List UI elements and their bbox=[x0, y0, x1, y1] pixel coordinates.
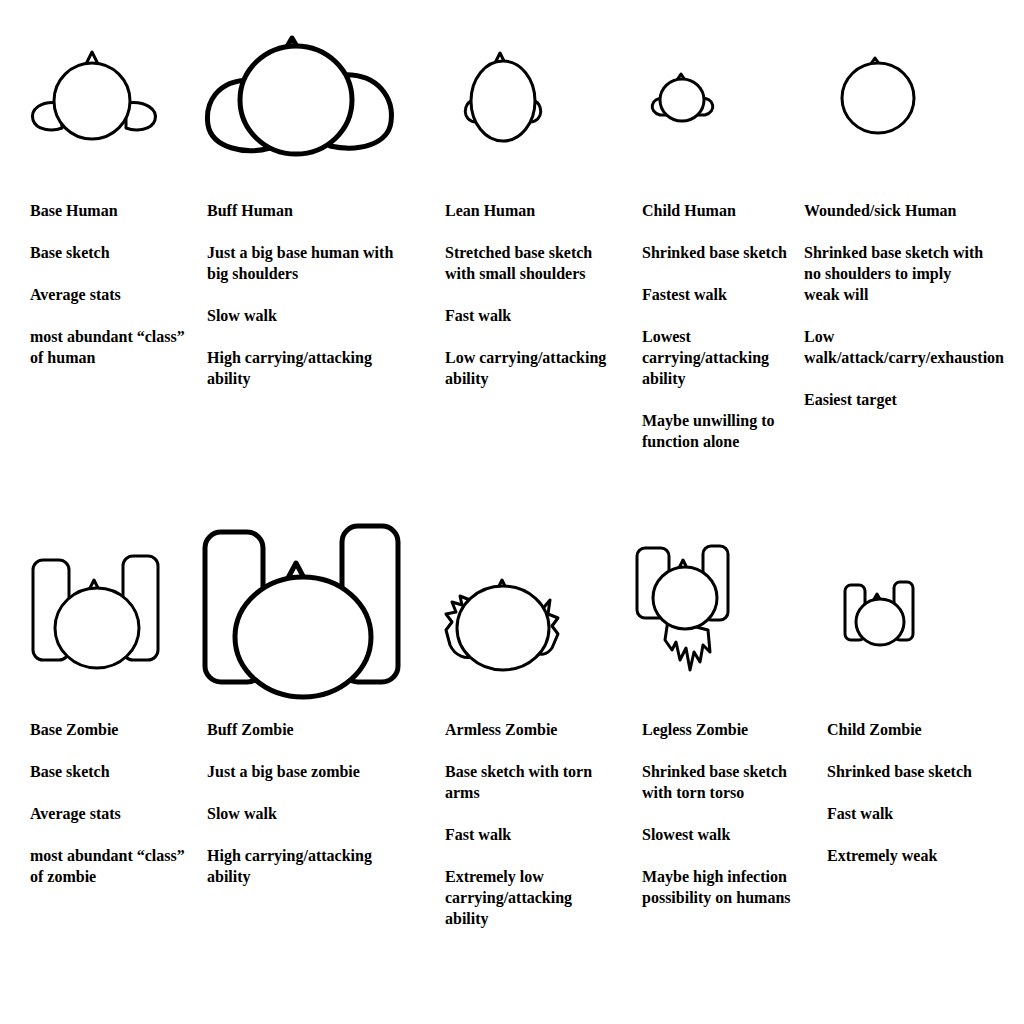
class-note: Average stats bbox=[30, 803, 195, 824]
class-note: Fast walk bbox=[445, 824, 610, 845]
class-note: Fast walk bbox=[445, 305, 615, 326]
description-column: Wounded/sick HumanShrinked base sketch w… bbox=[804, 200, 986, 431]
head bbox=[235, 577, 371, 697]
class-note: Extremely weak bbox=[827, 845, 1007, 866]
description-column: Buff HumanJust a big base human with big… bbox=[207, 200, 402, 410]
class-note: Shrinked base sketch bbox=[642, 242, 787, 263]
head bbox=[660, 79, 704, 121]
class-note: Slowest walk bbox=[642, 824, 792, 845]
class-heading: Base Zombie bbox=[30, 719, 195, 740]
class-heading: Armless Zombie bbox=[445, 719, 610, 740]
class-note: Just a big base zombie bbox=[207, 761, 402, 782]
class-note: Extremely low carrying/attacking ability bbox=[445, 866, 610, 929]
description-column: Base HumanBase sketchAverage stats most a… bbox=[30, 200, 195, 389]
class-note: Base sketch with torn arms bbox=[445, 761, 610, 803]
head bbox=[457, 586, 549, 670]
head bbox=[55, 588, 139, 668]
description-column: Base ZombieBase sketchAverage stats most … bbox=[30, 719, 195, 908]
head bbox=[54, 63, 130, 139]
class-note: Maybe unwilling to function alone bbox=[642, 410, 787, 452]
class-note: most abundant “class” of zombie bbox=[30, 845, 195, 887]
description-column: Child ZombieShrinked base sketchFast wal… bbox=[827, 719, 1007, 887]
class-note: Just a big base human with big shoulders bbox=[207, 242, 402, 284]
description-column: Legless ZombieShrinked base sketch with … bbox=[642, 719, 792, 929]
description-column: Child HumanShrinked base sketchFastest w… bbox=[642, 200, 787, 473]
class-note: Lowest carrying/attacking ability bbox=[642, 326, 787, 389]
head bbox=[856, 599, 904, 645]
head bbox=[653, 567, 717, 629]
class-note: Shrinked base sketch with no shoulders t… bbox=[804, 242, 986, 305]
class-note: Maybe high infection possibility on huma… bbox=[642, 866, 792, 908]
head bbox=[842, 63, 914, 133]
class-note: Base sketch bbox=[30, 242, 195, 263]
class-note: most abundant “class” of human bbox=[30, 326, 195, 368]
class-heading: Legless Zombie bbox=[642, 719, 792, 740]
description-column: Lean HumanStretched base sketch with sma… bbox=[445, 200, 615, 410]
class-note: Base sketch bbox=[30, 761, 195, 782]
class-note: Low carrying/attacking ability bbox=[445, 347, 615, 389]
head bbox=[240, 46, 352, 154]
class-note: Slow walk bbox=[207, 803, 402, 824]
class-note: Average stats bbox=[30, 284, 195, 305]
head bbox=[471, 61, 535, 141]
class-note: Slow walk bbox=[207, 305, 402, 326]
description-column: Buff ZombieJust a big base zombieSlow wa… bbox=[207, 719, 402, 908]
class-heading: Lean Human bbox=[445, 200, 615, 221]
class-heading: Buff Zombie bbox=[207, 719, 402, 740]
class-note: High carrying/attacking ability bbox=[207, 845, 402, 887]
class-note: Fast walk bbox=[827, 803, 1007, 824]
class-note: Fastest walk bbox=[642, 284, 787, 305]
class-heading: Wounded/sick Human bbox=[804, 200, 986, 221]
class-note: Shrinked base sketch bbox=[827, 761, 1007, 782]
class-heading: Child Zombie bbox=[827, 719, 1007, 740]
class-note: Low walk/attack/carry/exhaustion bbox=[804, 326, 986, 368]
class-note: Easiest target bbox=[804, 389, 986, 410]
class-heading: Buff Human bbox=[207, 200, 402, 221]
class-heading: Child Human bbox=[642, 200, 787, 221]
class-note: High carrying/attacking ability bbox=[207, 347, 402, 389]
class-note: Stretched base sketch with small shoulde… bbox=[445, 242, 615, 284]
class-heading: Base Human bbox=[30, 200, 195, 221]
description-column: Armless ZombieBase sketch with torn arms… bbox=[445, 719, 610, 950]
class-note: Shrinked base sketch with torn torso bbox=[642, 761, 792, 803]
